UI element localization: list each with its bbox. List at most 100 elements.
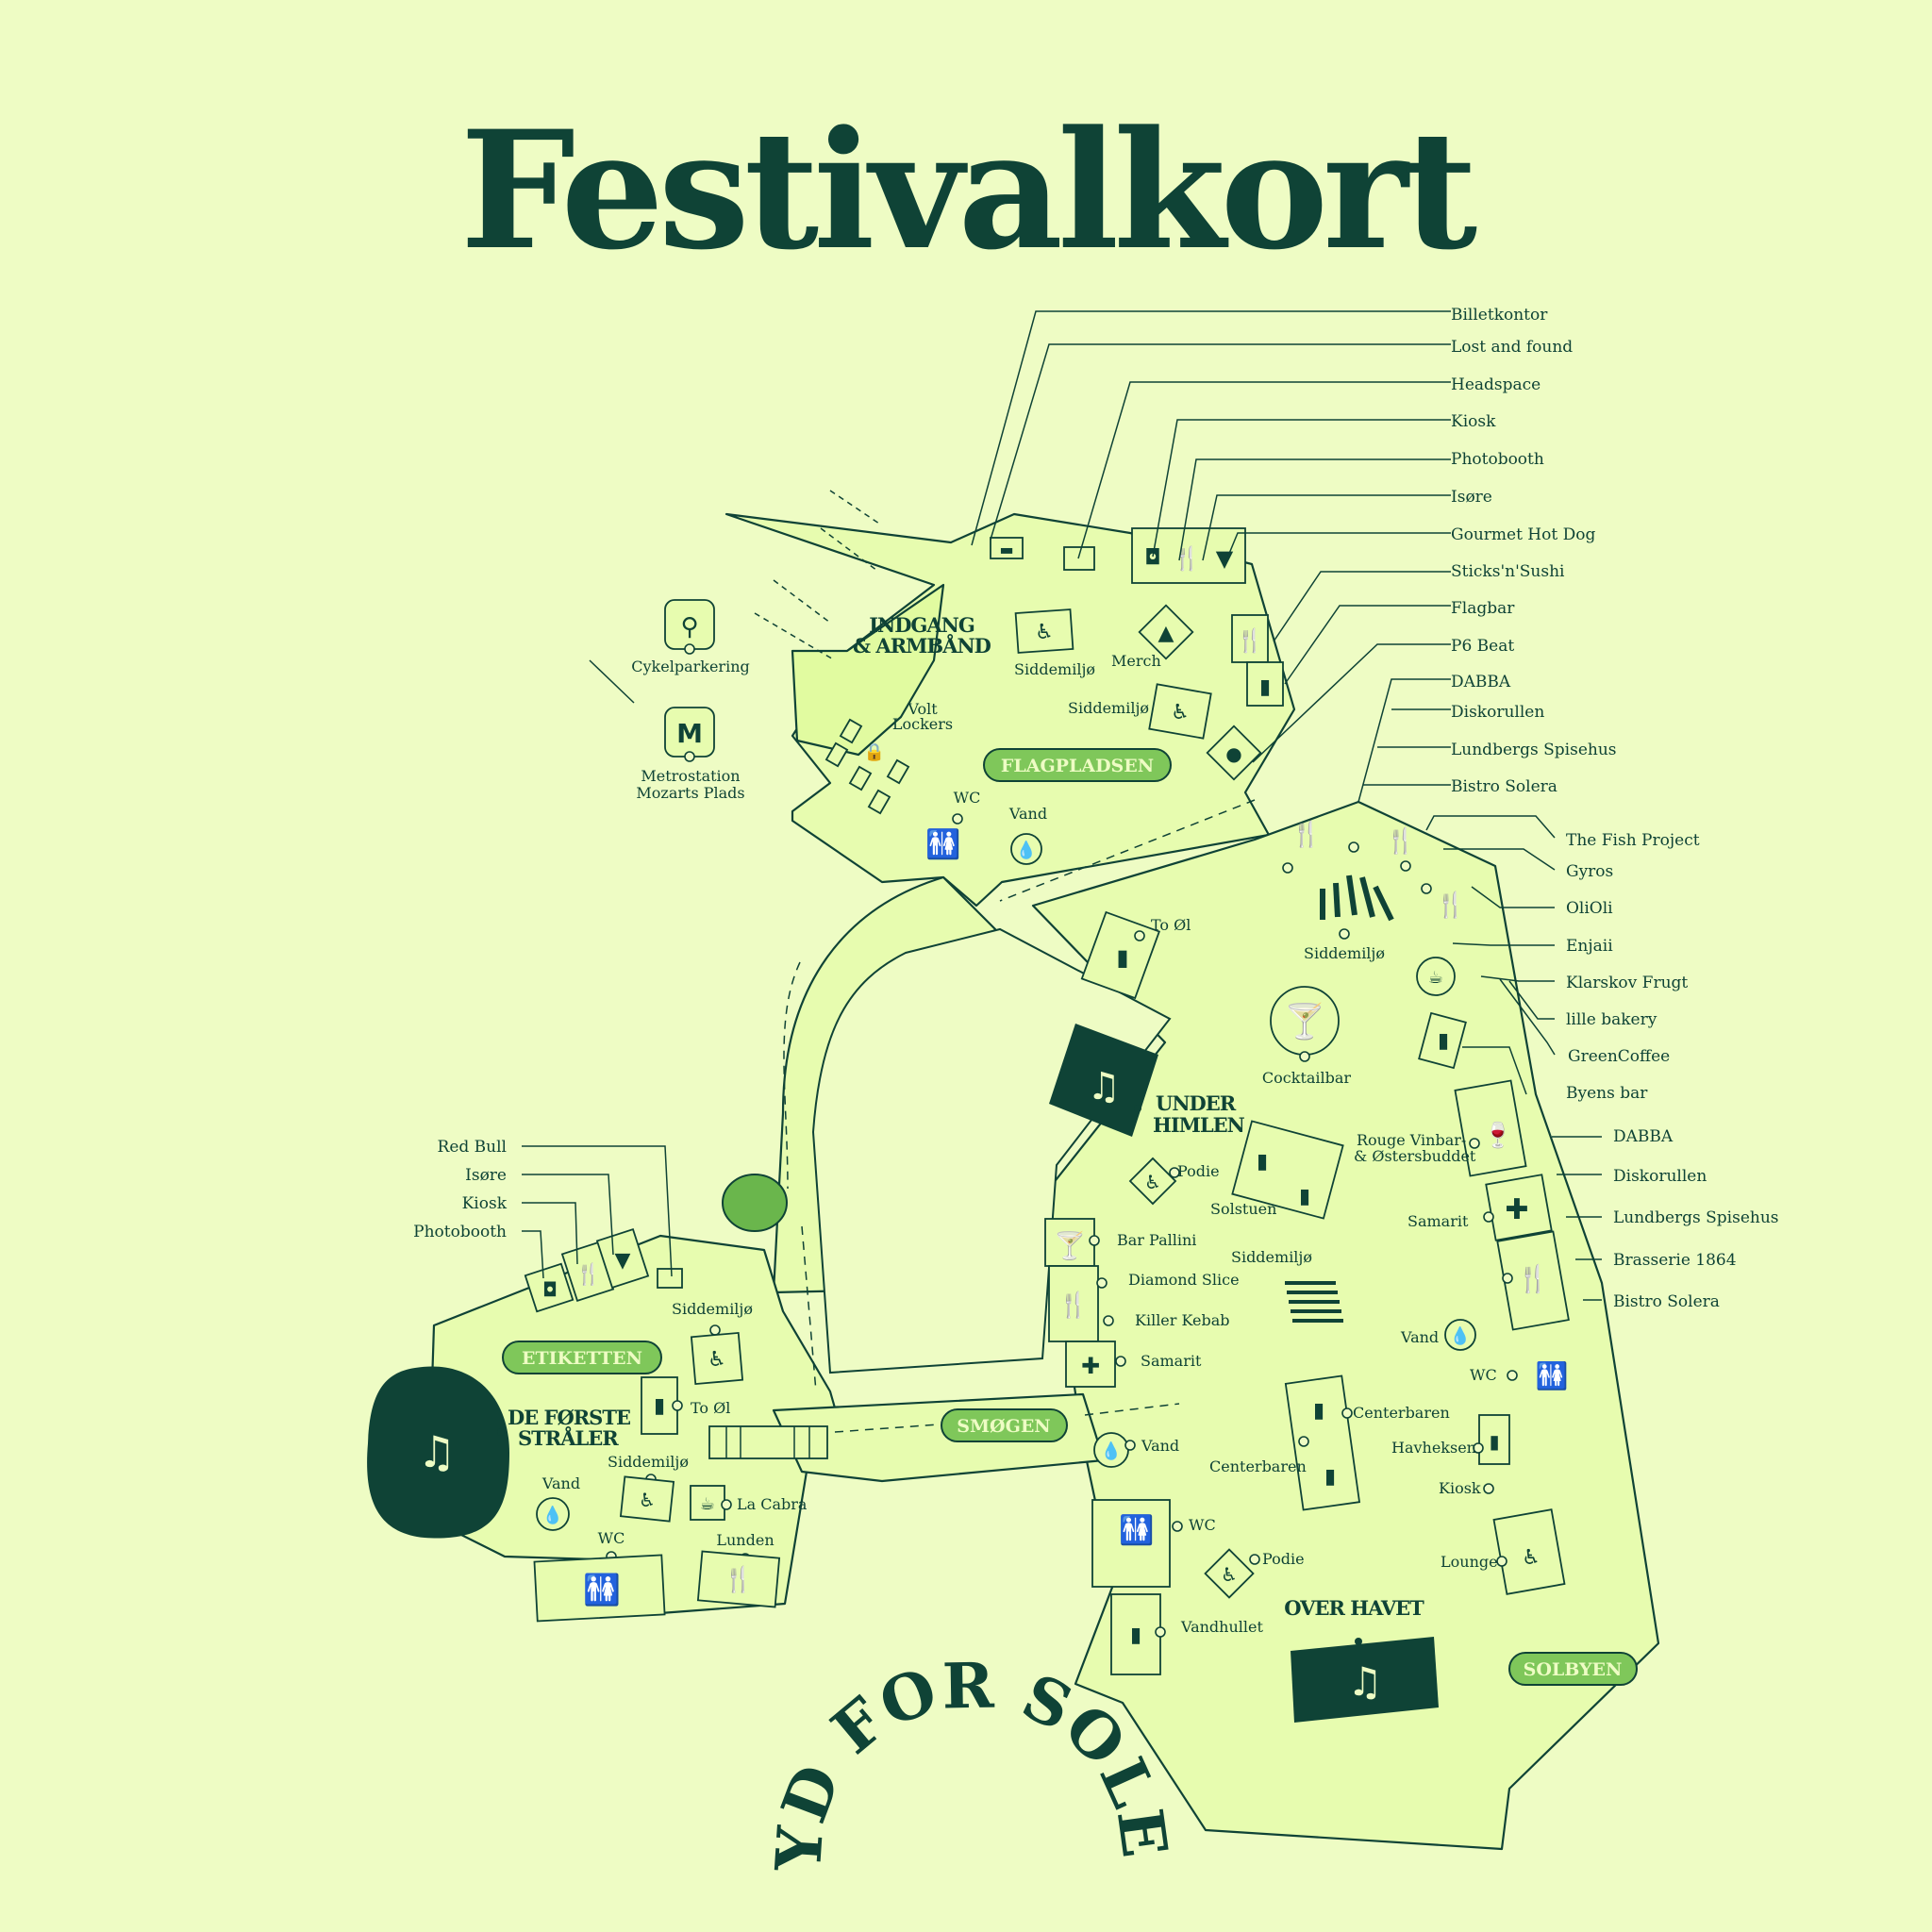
drink-icon: ▮ [1438, 1029, 1449, 1053]
facility-cocktailbar: 🍸 Cocktailbar [1262, 986, 1352, 1087]
vand-label-right: Vand [1400, 1328, 1439, 1346]
siddemiljo-label-4: Siddemiljø [1231, 1248, 1312, 1266]
bench-icon: ♿ [1171, 701, 1190, 724]
legend-item: Headspace [1451, 375, 1541, 394]
svg-text:FLAGPLADSEN: FLAGPLADSEN [1001, 756, 1154, 776]
water-icon: 💧 [542, 1505, 563, 1525]
drink-icon: ▮ [1299, 1185, 1310, 1208]
havheksen-label: Havheksen [1391, 1439, 1476, 1457]
toilet-icon: 🚻 [1536, 1360, 1569, 1391]
legend-item: DABBA [1613, 1127, 1674, 1146]
volt-label-2: Lockers [892, 715, 953, 733]
volt-label-1: Volt [907, 700, 938, 718]
bench-icon: ♿ [639, 1489, 656, 1511]
facility-merch: ▲ Merch [1111, 604, 1194, 670]
drink-icon: ▮ [654, 1394, 665, 1418]
wc-label-right: WC [1470, 1366, 1497, 1384]
facility-siddemiljo-3: Siddemiljø [1304, 874, 1394, 962]
to-ol-label-top: To Øl [1151, 916, 1191, 934]
bench-icon: ♿ [1035, 621, 1054, 644]
indgang-label-2: & ARMBÅND [853, 634, 991, 658]
rouge-label-2: & Østersbuddet [1354, 1147, 1476, 1165]
siddemiljo-label-5: Siddemiljø [672, 1300, 753, 1318]
legend-item: GreenCoffee [1568, 1047, 1670, 1066]
toilet-icon: 🚻 [583, 1572, 621, 1607]
under-himlen-label-1: UNDER [1156, 1091, 1237, 1115]
facility-vand-right: Vand 💧 [1400, 1319, 1476, 1351]
facility-byens-bar: ▮ [1418, 1011, 1467, 1070]
legend-item: Byens bar [1566, 1084, 1648, 1103]
facility-rouge-samarit: 🍷 ✚ 🍴 Rouge Vinbar- & Østersbuddet Samar… [1354, 1079, 1570, 1331]
legend-item: Billetkontor [1451, 306, 1548, 325]
legend-item: Isøre [1451, 488, 1492, 507]
cutlery-icon: 🍴 [1291, 820, 1322, 849]
diamond-slice-label: Diamond Slice [1128, 1271, 1240, 1289]
svg-text:SOLBYEN: SOLBYEN [1524, 1659, 1623, 1680]
facility-billetkontor: ▬ [990, 537, 1024, 559]
stage-under-himlen: ♫ UNDER HIMLEN [1049, 1024, 1246, 1137]
facility-la-cabra: ☕ La Cabra [690, 1485, 808, 1521]
facility-vand-center: 💧 Vand [1093, 1432, 1179, 1468]
entrance-arrows [589, 490, 880, 704]
water-icon: 💧 [1101, 1441, 1122, 1461]
siddemiljo-label-1: Siddemiljø [1014, 660, 1095, 678]
legend-item: Red Bull [438, 1138, 507, 1157]
legend-item: Kiosk [1451, 412, 1496, 431]
facility-vandhullet: ▮ Vandhullet [1110, 1593, 1263, 1675]
camera-icon: ◘ [1144, 546, 1160, 570]
facility-havheksen-kiosk: ▮ Havheksen Kiosk [1391, 1414, 1510, 1497]
centerbaren-label-2: Centerbaren [1209, 1457, 1307, 1475]
samarit-label-left: Samarit [1141, 1352, 1202, 1370]
facility-wc-top: WC 🚻 [925, 789, 980, 861]
siddemiljo-label-3: Siddemiljø [1304, 944, 1385, 962]
metro-station: M Metrostation Mozarts Plads [636, 707, 745, 802]
lost-found-box [1063, 546, 1095, 571]
toilet-icon: 🚻 [925, 827, 960, 861]
drink-icon: ▮ [1489, 1430, 1499, 1453]
samarit-label-right: Samarit [1407, 1212, 1469, 1230]
vand-label-left: Vand [541, 1474, 580, 1492]
map-title: Festivalkort [460, 94, 1477, 286]
drink-icon: ▮ [1313, 1399, 1324, 1423]
water-icon: 💧 [1450, 1325, 1471, 1346]
legend-item: P6 Beat [1451, 637, 1514, 656]
tree-icon [722, 1174, 788, 1232]
ice-cream-icon: ▼ [615, 1249, 631, 1273]
bicycle-icon: ⚲ [680, 613, 698, 641]
legend-item: DABBA [1451, 673, 1511, 691]
lunden-label: Lunden [716, 1531, 774, 1549]
legend-item: Bistro Solera [1451, 777, 1557, 796]
drink-icon: ▮ [1259, 675, 1271, 699]
accessible-icon: ♿ [1144, 1171, 1161, 1193]
tshirt-icon: ▲ [1158, 622, 1174, 645]
facility-lounge: ♿ Lounge [1441, 1508, 1566, 1595]
first-aid-icon: ✚ [1505, 1193, 1528, 1226]
facility-centerbaren: ▮ ▮ Centerbaren Centerbaren [1209, 1374, 1450, 1511]
legend-right: DABBA Diskorullen Lundbergs Spisehus Bra… [1613, 1127, 1779, 1311]
cocktailbar-label: Cocktailbar [1262, 1069, 1352, 1087]
facility-to-ol-top: ▮ To Øl [1080, 910, 1191, 1000]
cutlery-icon: 🍴 [724, 1565, 754, 1594]
badge-smogen: SMØGEN [941, 1408, 1068, 1442]
music-icon: ♫ [1087, 1065, 1121, 1108]
facility-siddemiljo-1: ♿ Siddemiljø [1014, 608, 1095, 678]
legend-item: Flagbar [1451, 599, 1515, 618]
legend-item: Diskorullen [1613, 1167, 1707, 1186]
legend-item: Gourmet Hot Dog [1451, 525, 1595, 544]
wc-label-center: WC [1189, 1516, 1216, 1534]
metro-icon: M [676, 718, 703, 749]
legend-item: Photobooth [413, 1223, 507, 1241]
facility-siddemiljo-6: Siddemiljø ♿ [608, 1453, 689, 1523]
facility-photobooth-kiosk: ◘ 🍴 ▼ [1131, 527, 1246, 584]
bike-parking-label: Cykelparkering [631, 658, 749, 675]
facility-volt-lockers: 🔒 Volt Lockers [824, 700, 953, 815]
legend-item: Lundbergs Spisehus [1613, 1208, 1779, 1227]
music-icon: ♫ [1347, 1658, 1383, 1705]
cutlery-icon: 🍴 [1436, 891, 1466, 920]
facility-podie-1: ♿ Podie [1128, 1157, 1220, 1206]
drink-icon: ▮ [1324, 1465, 1336, 1489]
facility-sticks-flagbar: 🍴 ▮ [1231, 614, 1284, 707]
facility-siddemiljo-2: ♿ Siddemiljø [1068, 683, 1212, 740]
legend-item: Gyros [1566, 862, 1613, 881]
coffee-icon: ☕ [700, 1494, 715, 1514]
